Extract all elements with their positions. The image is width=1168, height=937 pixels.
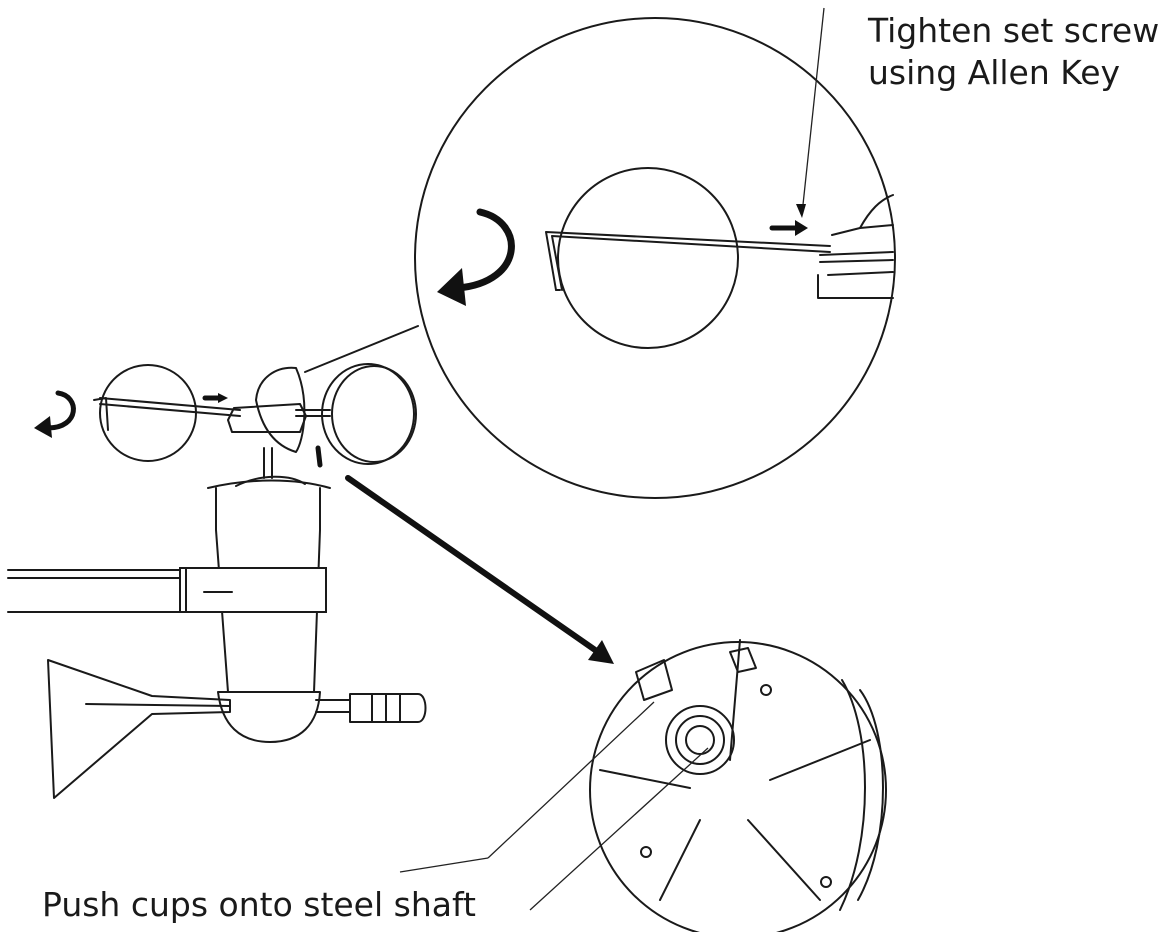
set-screw-callout-line2: using Allen Key — [868, 53, 1121, 92]
base-dome — [217, 691, 321, 743]
push-cups-leader-lines — [399, 701, 709, 911]
push-direction-arrow-icon — [769, 220, 808, 236]
push-cups-callout: Push cups onto steel shaft — [42, 885, 476, 924]
detail-pointer-arrow — [345, 475, 614, 664]
counterweight — [349, 693, 427, 723]
set-screw-leader-line — [801, 7, 825, 215]
hub — [227, 403, 307, 433]
set-screw-callout: Tighten set screw using Allen Key — [868, 10, 1168, 94]
anemometer — [7, 363, 427, 799]
allen-key — [545, 231, 831, 291]
small-rotate-arrow-icon — [34, 390, 76, 438]
mounting-arm — [7, 569, 181, 613]
set-screw-callout-line1: Tighten set screw — [868, 11, 1160, 50]
zoom-connector-line — [304, 325, 419, 373]
mount-collar — [179, 567, 327, 613]
right-cup — [321, 363, 415, 465]
left-cup — [99, 364, 197, 462]
wind-vane-tail — [47, 659, 231, 799]
shaft-detail-circle — [589, 639, 887, 937]
cup-outline — [557, 167, 739, 349]
allen-key-detail-circle — [414, 7, 896, 499]
hub-detail — [817, 194, 894, 299]
rotate-arrow-icon — [437, 208, 515, 306]
